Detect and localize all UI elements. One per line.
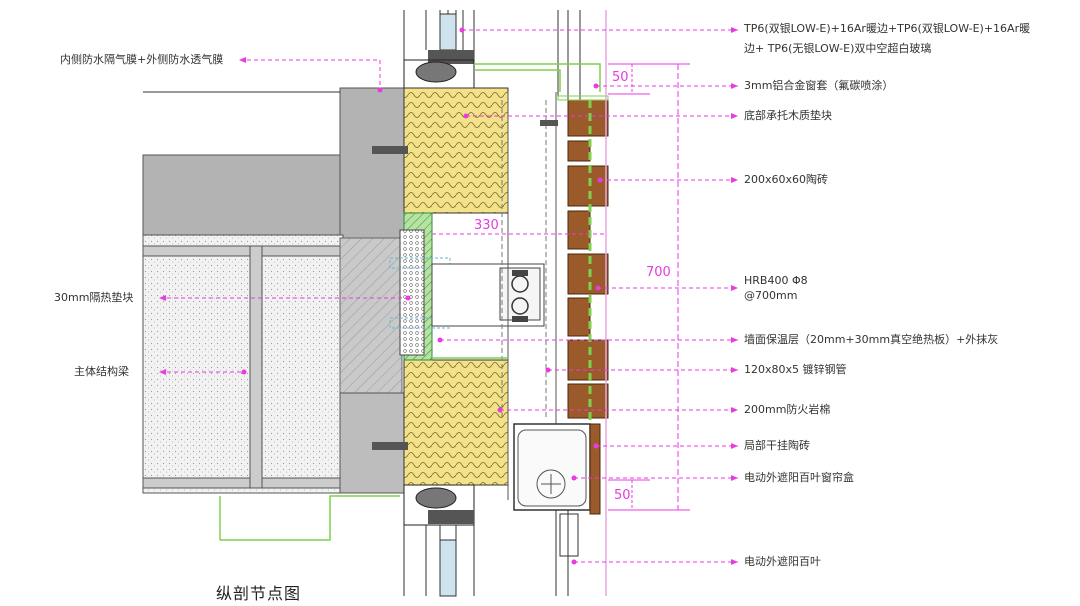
label-blind: 电动外遮阳百叶: [744, 555, 821, 568]
label-sill-cover: 3mm铝合金窗套（氟碳喷涂）: [744, 79, 894, 92]
label-steel-tube: 120x80x5 镀锌钢管: [744, 363, 847, 376]
label-wood-block: 底部承托木质垫块: [744, 109, 832, 122]
label-glass-line1: TP6(双银LOW-E)+16Ar暖边+TP6(双银LOW-E)+16Ar暖: [744, 22, 1031, 35]
label-rebar-line2: @700mm: [744, 289, 798, 302]
dimension-50-bottom: 50: [614, 488, 631, 503]
label-tile: 200x60x60陶砖: [744, 173, 829, 186]
label-blind-box: 电动外遮阳百叶窗帘盒: [744, 471, 854, 484]
dimension-50-top: 50: [612, 70, 629, 85]
label-rock-wool: 200mm防火岩棉: [744, 403, 831, 416]
label-glass-line2: 边+ TP6(无银LOW-E)双中空超白玻璃: [744, 42, 932, 55]
label-thermal-block: 30mm隔热垫块: [54, 291, 134, 304]
dimension-700: 700: [646, 265, 671, 280]
label-dry-tile: 局部干挂陶砖: [744, 439, 810, 452]
dimension-330: 330: [474, 218, 499, 233]
terracotta-tiles: [567, 99, 609, 419]
label-insulation: 墙面保温层（20mm+30mm真空绝热板）+外抹灰: [744, 333, 999, 346]
callout-lines: [159, 27, 738, 565]
drawing-caption: 纵剖节点图: [216, 584, 302, 603]
label-rebar-line1: HRB400 Φ8: [744, 274, 808, 287]
label-membrane: 内侧防水隔气膜+外侧防水透气膜: [60, 53, 224, 66]
label-beam: 主体结构梁: [74, 365, 129, 378]
